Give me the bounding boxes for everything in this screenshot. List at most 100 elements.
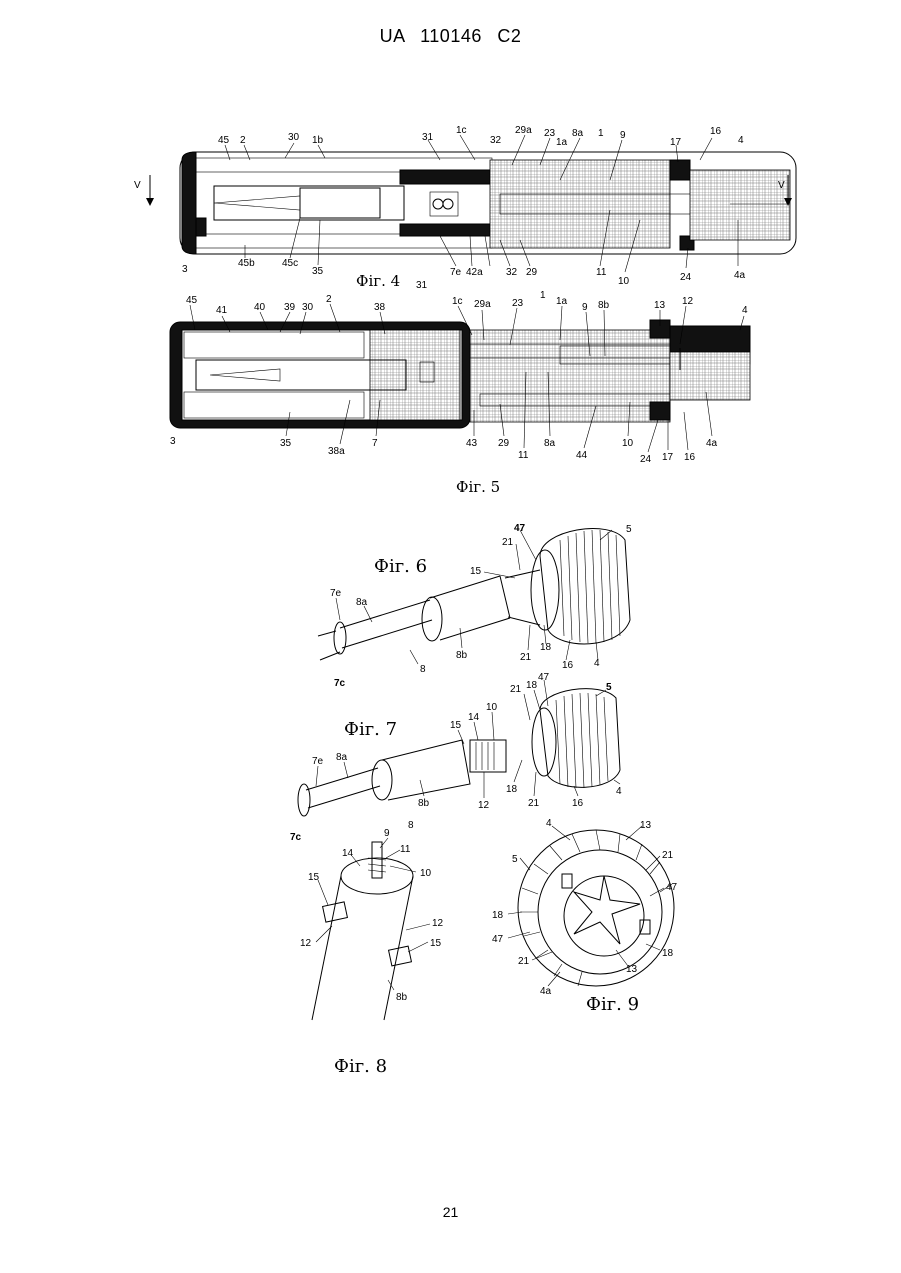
fig5-label: 10 <box>622 438 634 449</box>
fig9-label: 4a <box>540 986 552 997</box>
fig7-label: 21 <box>528 798 540 809</box>
fig4-label: 4a <box>734 270 746 281</box>
fig6-label: 47 <box>514 523 526 534</box>
fig6-label: 16 <box>562 660 574 671</box>
fig7-label: 47 <box>538 672 550 683</box>
fig5-label: 3 <box>170 436 176 447</box>
fig5-label: 45 <box>186 295 198 306</box>
fig4-label: 45b <box>238 258 255 269</box>
fig9-label: 47 <box>666 882 678 893</box>
page-number: 21 <box>0 1204 901 1220</box>
fig4-section-mark-left: V <box>134 180 141 191</box>
fig5-label: 1c <box>452 296 463 307</box>
figure-9-drawing <box>518 830 674 986</box>
fig5-caption: Фіг. 5 <box>456 478 500 496</box>
fig9-label: 13 <box>626 964 638 975</box>
figure-4-labels: V V 45 2 30 1b 31 1c 29a 23 8a 1 1a 9 17… <box>134 125 785 291</box>
fig5-label: 29 <box>498 438 510 449</box>
fig8-label: 11 <box>400 844 411 855</box>
fig9-label: 47 <box>492 934 504 945</box>
fig6-label: 8 <box>420 664 426 675</box>
fig4-label: 30 <box>288 132 300 143</box>
fig7-label: 10 <box>486 702 498 713</box>
fig6-label: 21 <box>502 537 514 548</box>
fig5-label: 13 <box>654 300 666 311</box>
fig4-label: 1c <box>456 125 467 136</box>
fig5-label: 41 <box>216 305 228 316</box>
fig8-label: 8b <box>396 992 408 1003</box>
fig8-label: 9 <box>384 828 390 839</box>
fig4-label: 31 <box>422 132 434 143</box>
fig5-label: 23 <box>512 298 524 309</box>
fig5-label: 30 <box>302 302 314 313</box>
fig5-label: 1 <box>540 290 546 301</box>
fig5-label: 16 <box>684 452 696 463</box>
fig7-label: 21 <box>510 684 522 695</box>
fig5-label: 4 <box>742 305 748 316</box>
fig4-label: 16 <box>710 126 722 137</box>
fig5-label: 11 <box>518 450 529 461</box>
fig4-label: 8a <box>572 128 584 139</box>
fig9-label: 4 <box>546 818 552 829</box>
fig6-caption: Фіг. 6 <box>374 556 427 577</box>
fig7-label: 7e <box>312 756 324 767</box>
fig6-label: 8a <box>356 597 368 608</box>
fig6-label: 15 <box>470 566 482 577</box>
fig5-label: 8b <box>598 300 610 311</box>
fig5-label: 9 <box>582 302 588 313</box>
fig8-label: 10 <box>420 868 432 879</box>
fig7-label: 12 <box>478 800 490 811</box>
fig4-label: 32 <box>506 267 518 278</box>
fig7-label: 14 <box>468 712 480 723</box>
fig5-label: 2 <box>326 294 332 305</box>
fig5-label: 40 <box>254 302 266 313</box>
fig7-label: 18 <box>506 784 518 795</box>
fig9-label: 13 <box>640 820 652 831</box>
fig4-label: 3 <box>182 264 188 275</box>
fig7-label: 18 <box>526 680 538 691</box>
fig4-label: 35 <box>312 266 324 277</box>
fig9-label: 5 <box>512 854 518 865</box>
figure-6-drawing <box>318 529 630 660</box>
fig8-label: 12 <box>300 938 312 949</box>
fig6-label: 21 <box>520 652 532 663</box>
fig4-label: 29a <box>515 125 532 136</box>
fig4-label: 1 <box>598 128 604 139</box>
fig6-label: 7e <box>330 588 342 599</box>
fig5-label: 38 <box>374 302 386 313</box>
fig7-label: 4 <box>616 786 622 797</box>
fig5-label: 24 <box>640 454 652 465</box>
fig4-label: 17 <box>670 137 682 148</box>
fig4-label: 45 <box>218 135 230 146</box>
fig5-label: 43 <box>466 438 478 449</box>
fig5-label: 38a <box>328 446 345 457</box>
fig4-label: 32 <box>490 135 502 146</box>
fig7-label: 7c <box>290 832 302 843</box>
fig5-label: 35 <box>280 438 292 449</box>
fig4-label: 23 <box>544 128 556 139</box>
fig4-section-mark-right: V <box>778 180 785 191</box>
figure-4-drawing <box>146 152 796 254</box>
fig4-label: 10 <box>618 276 630 287</box>
fig8-label: 14 <box>342 848 354 859</box>
fig4-caption: Фіг. 4 <box>356 272 400 290</box>
fig6-label: 7c <box>334 678 346 689</box>
fig9-label: 18 <box>492 910 504 921</box>
fig5-label: 1a <box>556 296 568 307</box>
fig7-label: 8a <box>336 752 348 763</box>
fig5-label: 44 <box>576 450 588 461</box>
fig5-label: 17 <box>662 452 674 463</box>
fig7-label: 8b <box>418 798 430 809</box>
fig6-label: 4 <box>594 658 600 669</box>
fig7-label: 8 <box>408 820 414 831</box>
fig4-label: 7e <box>450 267 462 278</box>
fig5-label: 7 <box>372 438 378 449</box>
figure-5-drawing <box>170 320 750 428</box>
fig7-label: 15 <box>450 720 462 731</box>
fig4-label: 42a <box>466 267 483 278</box>
fig8-caption: Фіг. 8 <box>334 1056 387 1077</box>
fig5-label: 12 <box>682 296 694 307</box>
fig5-label: 29a <box>474 299 491 310</box>
fig4-label: 45c <box>282 258 298 269</box>
